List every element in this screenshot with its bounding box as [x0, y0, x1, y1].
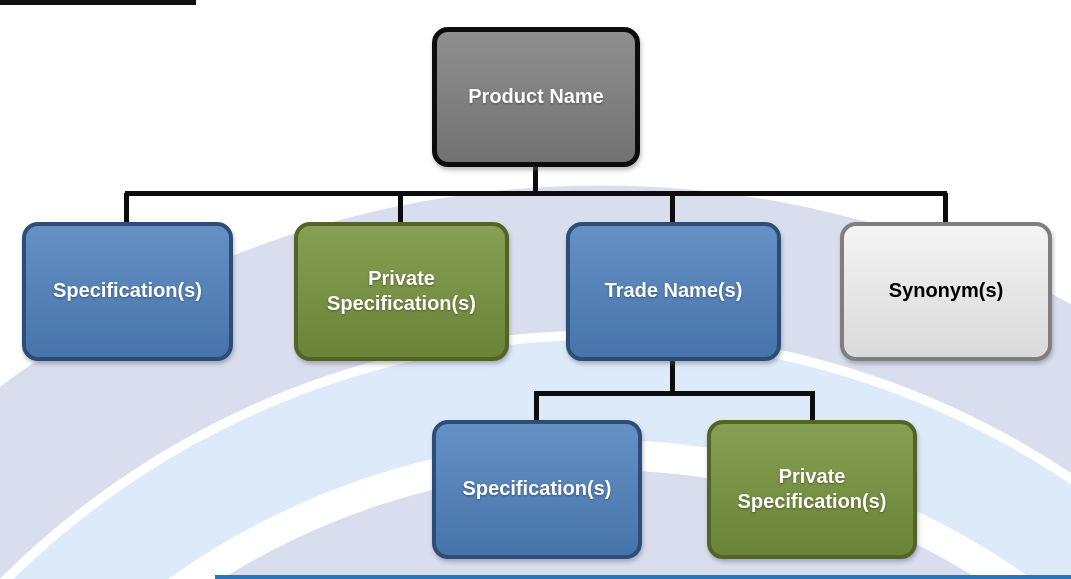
- node-specifications-label: Specification(s): [53, 280, 202, 302]
- connector-drop-private-specifications-l3: [810, 393, 815, 423]
- node-synonyms: Synonym(s): [840, 222, 1052, 361]
- connector-drop-specifications-l3: [534, 393, 539, 423]
- node-trade-names-label: Trade Name(s): [604, 280, 743, 302]
- top-left-edge-bar: [0, 0, 196, 5]
- node-product-name: Product Name: [432, 27, 640, 167]
- connector-level3-bus: [534, 391, 815, 396]
- node-product-name-label: Product Name: [468, 85, 604, 108]
- node-private-specifications: Private Specification(s): [294, 222, 509, 361]
- node-private-specifications-label: Private Specification(s): [327, 267, 476, 315]
- connector-trade-names-stem: [670, 358, 675, 394]
- bottom-edge-bar: [215, 575, 1071, 579]
- node-specifications-l3-label: Specification(s): [462, 478, 612, 500]
- connector-drop-synonyms: [943, 193, 948, 224]
- connector-root-stem: [533, 162, 538, 194]
- node-trade-names: Trade Name(s): [566, 222, 781, 361]
- node-private-specifications-l3: Private Specification(s): [707, 420, 917, 559]
- node-specifications: Specification(s): [22, 222, 233, 361]
- connector-drop-trade-names: [670, 193, 675, 224]
- watermark-pale-arc: [13, 340, 1071, 579]
- connector-level2-bus: [125, 191, 947, 196]
- connector-drop-specifications: [124, 193, 129, 224]
- connector-drop-private-specifications: [398, 193, 403, 224]
- node-private-specifications-l3-label: Private Specification(s): [737, 465, 887, 513]
- node-synonyms-label: Synonym(s): [888, 280, 1004, 302]
- node-specifications-l3: Specification(s): [432, 420, 642, 559]
